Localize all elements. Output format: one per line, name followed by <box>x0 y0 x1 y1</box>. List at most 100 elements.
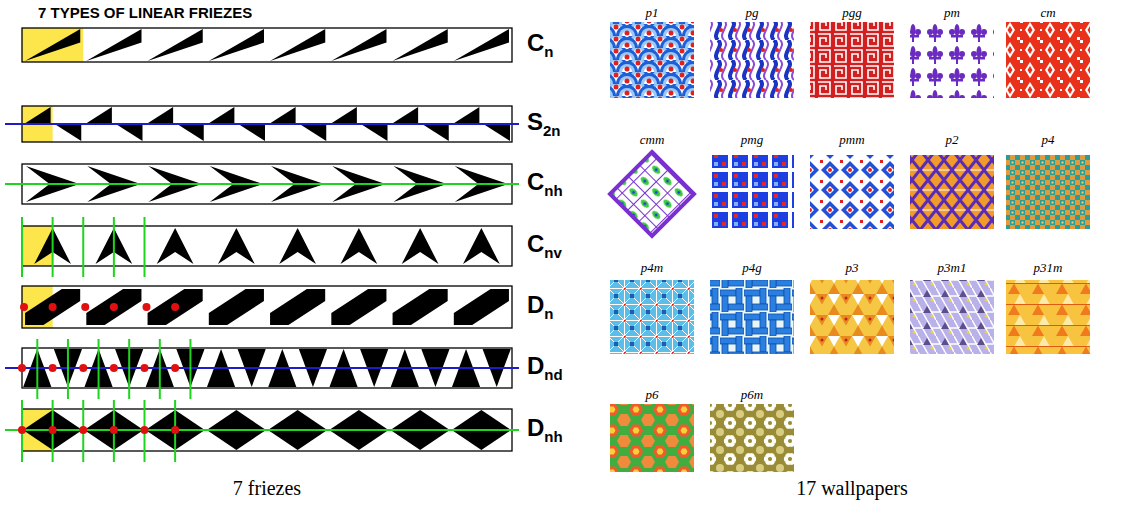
wallpaper-tile <box>610 152 694 236</box>
wallpaper-tile <box>710 155 794 229</box>
rotation-center <box>18 426 26 434</box>
rotation-center <box>20 303 28 311</box>
wallpaper-group <box>610 22 1090 472</box>
motif <box>330 107 357 124</box>
rotation-center <box>18 364 26 372</box>
wallpaper-tile <box>810 155 894 229</box>
rotation-center <box>110 426 118 434</box>
strip-border <box>22 226 512 266</box>
symmetry-label: Dnd <box>527 352 563 380</box>
frieze-strip <box>22 217 512 277</box>
wallpaper-tile <box>910 22 994 98</box>
motif <box>270 29 325 61</box>
symmetry-label: Dn <box>527 291 554 319</box>
motif <box>402 228 439 264</box>
rotation-center <box>171 364 179 372</box>
wallpaper-tile <box>1006 22 1090 98</box>
mirror-line <box>144 217 146 277</box>
wallpaper-tile <box>1006 280 1090 354</box>
motif <box>148 29 203 61</box>
frieze-strip <box>20 286 512 328</box>
wallpaper-label: p4 <box>988 132 1108 148</box>
rotation-center <box>49 364 57 372</box>
unit-cell <box>22 28 83 62</box>
motif <box>86 289 141 325</box>
wallpaper-label: p4m <box>592 260 712 276</box>
motif <box>116 124 143 141</box>
mirror-line <box>5 183 519 185</box>
rotation-center <box>79 364 87 372</box>
motif <box>209 289 264 325</box>
frieze-strip <box>5 164 519 204</box>
motif <box>331 29 386 61</box>
motif <box>463 228 500 264</box>
strip-border <box>22 286 512 328</box>
wallpaper-tile <box>610 280 694 354</box>
motif <box>454 29 509 61</box>
motif <box>361 124 388 141</box>
mirror-line <box>159 339 161 399</box>
frieze-strip <box>5 339 519 399</box>
mirror-line <box>98 339 100 399</box>
rotation-center <box>79 426 87 434</box>
rotation-center <box>110 303 118 311</box>
mirror-line <box>67 339 69 399</box>
rotation-center <box>49 303 57 311</box>
wallpaper-tile <box>910 155 994 229</box>
motif <box>209 29 264 61</box>
motif <box>238 124 265 141</box>
mirror-line <box>21 217 23 277</box>
rotation-center <box>81 303 89 311</box>
wallpaper-label: p4g <box>692 260 812 276</box>
rotation-center <box>171 426 179 434</box>
frieze-strip <box>5 400 519 462</box>
strip-ground <box>22 286 512 328</box>
motif <box>300 124 327 141</box>
wallpaper-label: pg <box>692 5 812 21</box>
motif <box>25 29 80 61</box>
wallpaper-tile <box>1006 155 1090 229</box>
mirror-line <box>128 339 130 399</box>
motif <box>24 107 51 124</box>
motif <box>85 107 112 124</box>
wallpaper-label: p3m1 <box>892 260 1012 276</box>
wallpaper-tile <box>810 22 894 98</box>
motif <box>422 124 449 141</box>
motif <box>148 289 203 325</box>
wallpaper-label: p31m <box>988 260 1108 276</box>
mirror-line <box>36 339 38 399</box>
motif <box>218 228 255 264</box>
wallpaper-label: p6m <box>692 387 812 403</box>
wallpaper-label: p1 <box>592 5 712 21</box>
wallpaper-label: pm <box>892 5 1012 21</box>
strip-ground <box>22 226 512 266</box>
mirror-line <box>113 217 115 277</box>
mirror-line <box>82 217 84 277</box>
motif <box>208 107 235 124</box>
rotation-center <box>141 426 149 434</box>
symmetry-label: Cn <box>527 29 554 57</box>
rotation-center <box>171 303 179 311</box>
wallpaper-label: pmg <box>692 132 812 148</box>
symmetry-label: Cnh <box>527 168 563 196</box>
wallpaper-label: p3 <box>792 260 912 276</box>
wallpaper-tile <box>810 280 894 354</box>
wallpaper-tile <box>710 404 794 472</box>
motif <box>269 107 296 124</box>
motif <box>393 289 448 325</box>
diagram-title: 7 TYPES OF LINEAR FRIEZES <box>38 4 252 22</box>
glide-line <box>5 123 519 125</box>
motif <box>341 228 378 264</box>
motif <box>25 289 80 325</box>
motif <box>270 289 325 325</box>
motif <box>483 124 510 141</box>
motif <box>55 124 82 141</box>
mirror-line <box>189 339 191 399</box>
motif <box>86 29 141 61</box>
rotation-center <box>141 364 149 372</box>
mirror-line <box>52 217 54 277</box>
wallpaper-label: p6 <box>592 387 712 403</box>
motif <box>454 289 509 325</box>
symmetry-label: Cnv <box>527 230 562 258</box>
strip-border <box>22 28 512 62</box>
